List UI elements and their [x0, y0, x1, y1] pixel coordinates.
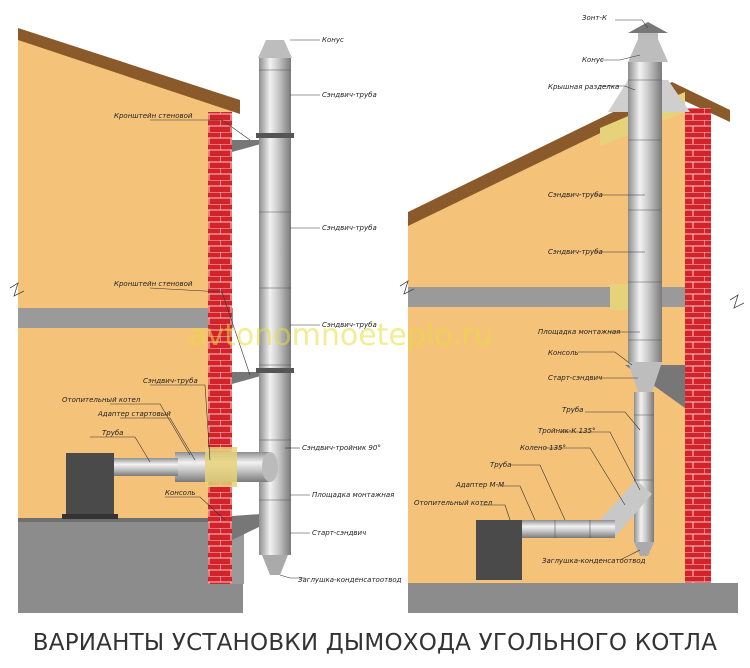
diagram-caption: ВАРИАНТЫ УСТАНОВКИ ДЫМОХОДА УГОЛЬНОГО КО… — [32, 630, 718, 656]
right-label-sandwich-2: Сэндвич-труба — [548, 248, 603, 256]
right-wall-area — [408, 92, 685, 590]
left-label-sandwich-4: Сэндвич-труба — [143, 377, 198, 385]
left-condensate-plug — [262, 555, 288, 575]
right-lower-pipe — [634, 392, 654, 542]
left-label-bracket-2: Кронштейн стеновой — [114, 280, 193, 288]
right-label-plug: Заглушка-конденсатоотвод — [542, 557, 646, 565]
right-label-adapter: Адаптер М-М — [455, 481, 504, 489]
left-label-start: Старт-сэндвич — [312, 529, 366, 537]
left-brick-wall — [208, 112, 232, 584]
left-leaders — [90, 39, 320, 579]
left-wall-area — [18, 35, 232, 525]
right-label-roof-cover: Крышная разделка — [548, 83, 619, 91]
right-vertical-pipe — [628, 62, 662, 362]
left-scheme: Конус Сэндвич-труба Кронштейн стеновой С… — [18, 28, 402, 613]
right-floor-slab — [408, 287, 708, 307]
right-label-umbrella: Зонт-К — [582, 14, 608, 22]
right-condensate-plug — [634, 542, 654, 556]
left-label-sandwich-3: Сэндвич-труба — [322, 321, 377, 329]
left-label-boiler: Отопительный котел — [62, 396, 141, 404]
right-label-console: Консоль — [548, 349, 579, 357]
right-scheme: Зонт-К Конус Крышная разделка Сэндвич-тр… — [408, 14, 738, 613]
left-label-sandwich-2: Сэндвич-труба — [322, 224, 377, 232]
left-pipe-joints — [259, 69, 291, 501]
watermark: avtonomnoeteplo.ru — [188, 318, 493, 353]
left-ground — [18, 518, 243, 613]
right-label-elbow: Колено 135° — [520, 444, 566, 452]
left-label-tee: Сэндвич-тройник 90° — [302, 444, 381, 452]
left-label-bracket-1: Кронштейн стеновой — [114, 112, 193, 120]
left-cone — [258, 40, 292, 58]
left-boiler-pipe — [112, 458, 178, 476]
left-label-console: Консоль — [165, 489, 196, 497]
right-umbrella — [628, 22, 668, 33]
left-wall-insulation — [205, 447, 237, 487]
left-label-konus: Конус — [322, 36, 344, 44]
right-pipe-joints — [628, 79, 662, 341]
right-brick-wall — [685, 108, 711, 583]
left-label-adapter: Адаптер стартовый — [97, 410, 171, 418]
left-label-sandwich-1: Сэндвич-труба — [322, 91, 377, 99]
right-cone — [628, 39, 668, 62]
right-label-pipe-1: Труба — [562, 406, 583, 414]
right-label-sandwich-1: Сэндвич-труба — [548, 191, 603, 199]
right-leaders — [480, 19, 649, 561]
right-boiler — [476, 520, 522, 580]
right-ground — [408, 583, 738, 613]
right-label-pipe-2: Труба — [490, 461, 511, 469]
right-label-start: Старт-сэндвич — [548, 374, 602, 382]
right-label-boiler: Отопительный котел — [414, 499, 493, 507]
left-label-pipe: Труба — [102, 429, 123, 437]
right-roof — [408, 82, 730, 226]
right-label-platform: Площадка монтажная — [538, 328, 620, 336]
right-horizontal-pipe — [520, 520, 615, 538]
left-boiler — [66, 453, 114, 515]
right-label-konus: Конус — [582, 56, 604, 64]
right-label-tee: Тройник-К 135° — [538, 427, 596, 435]
left-roof — [18, 28, 240, 114]
left-label-plug: Заглушка-конденсатоотвод — [298, 576, 402, 584]
left-label-platform: Площадка монтажная — [312, 491, 394, 499]
left-floor-slab — [18, 308, 233, 328]
